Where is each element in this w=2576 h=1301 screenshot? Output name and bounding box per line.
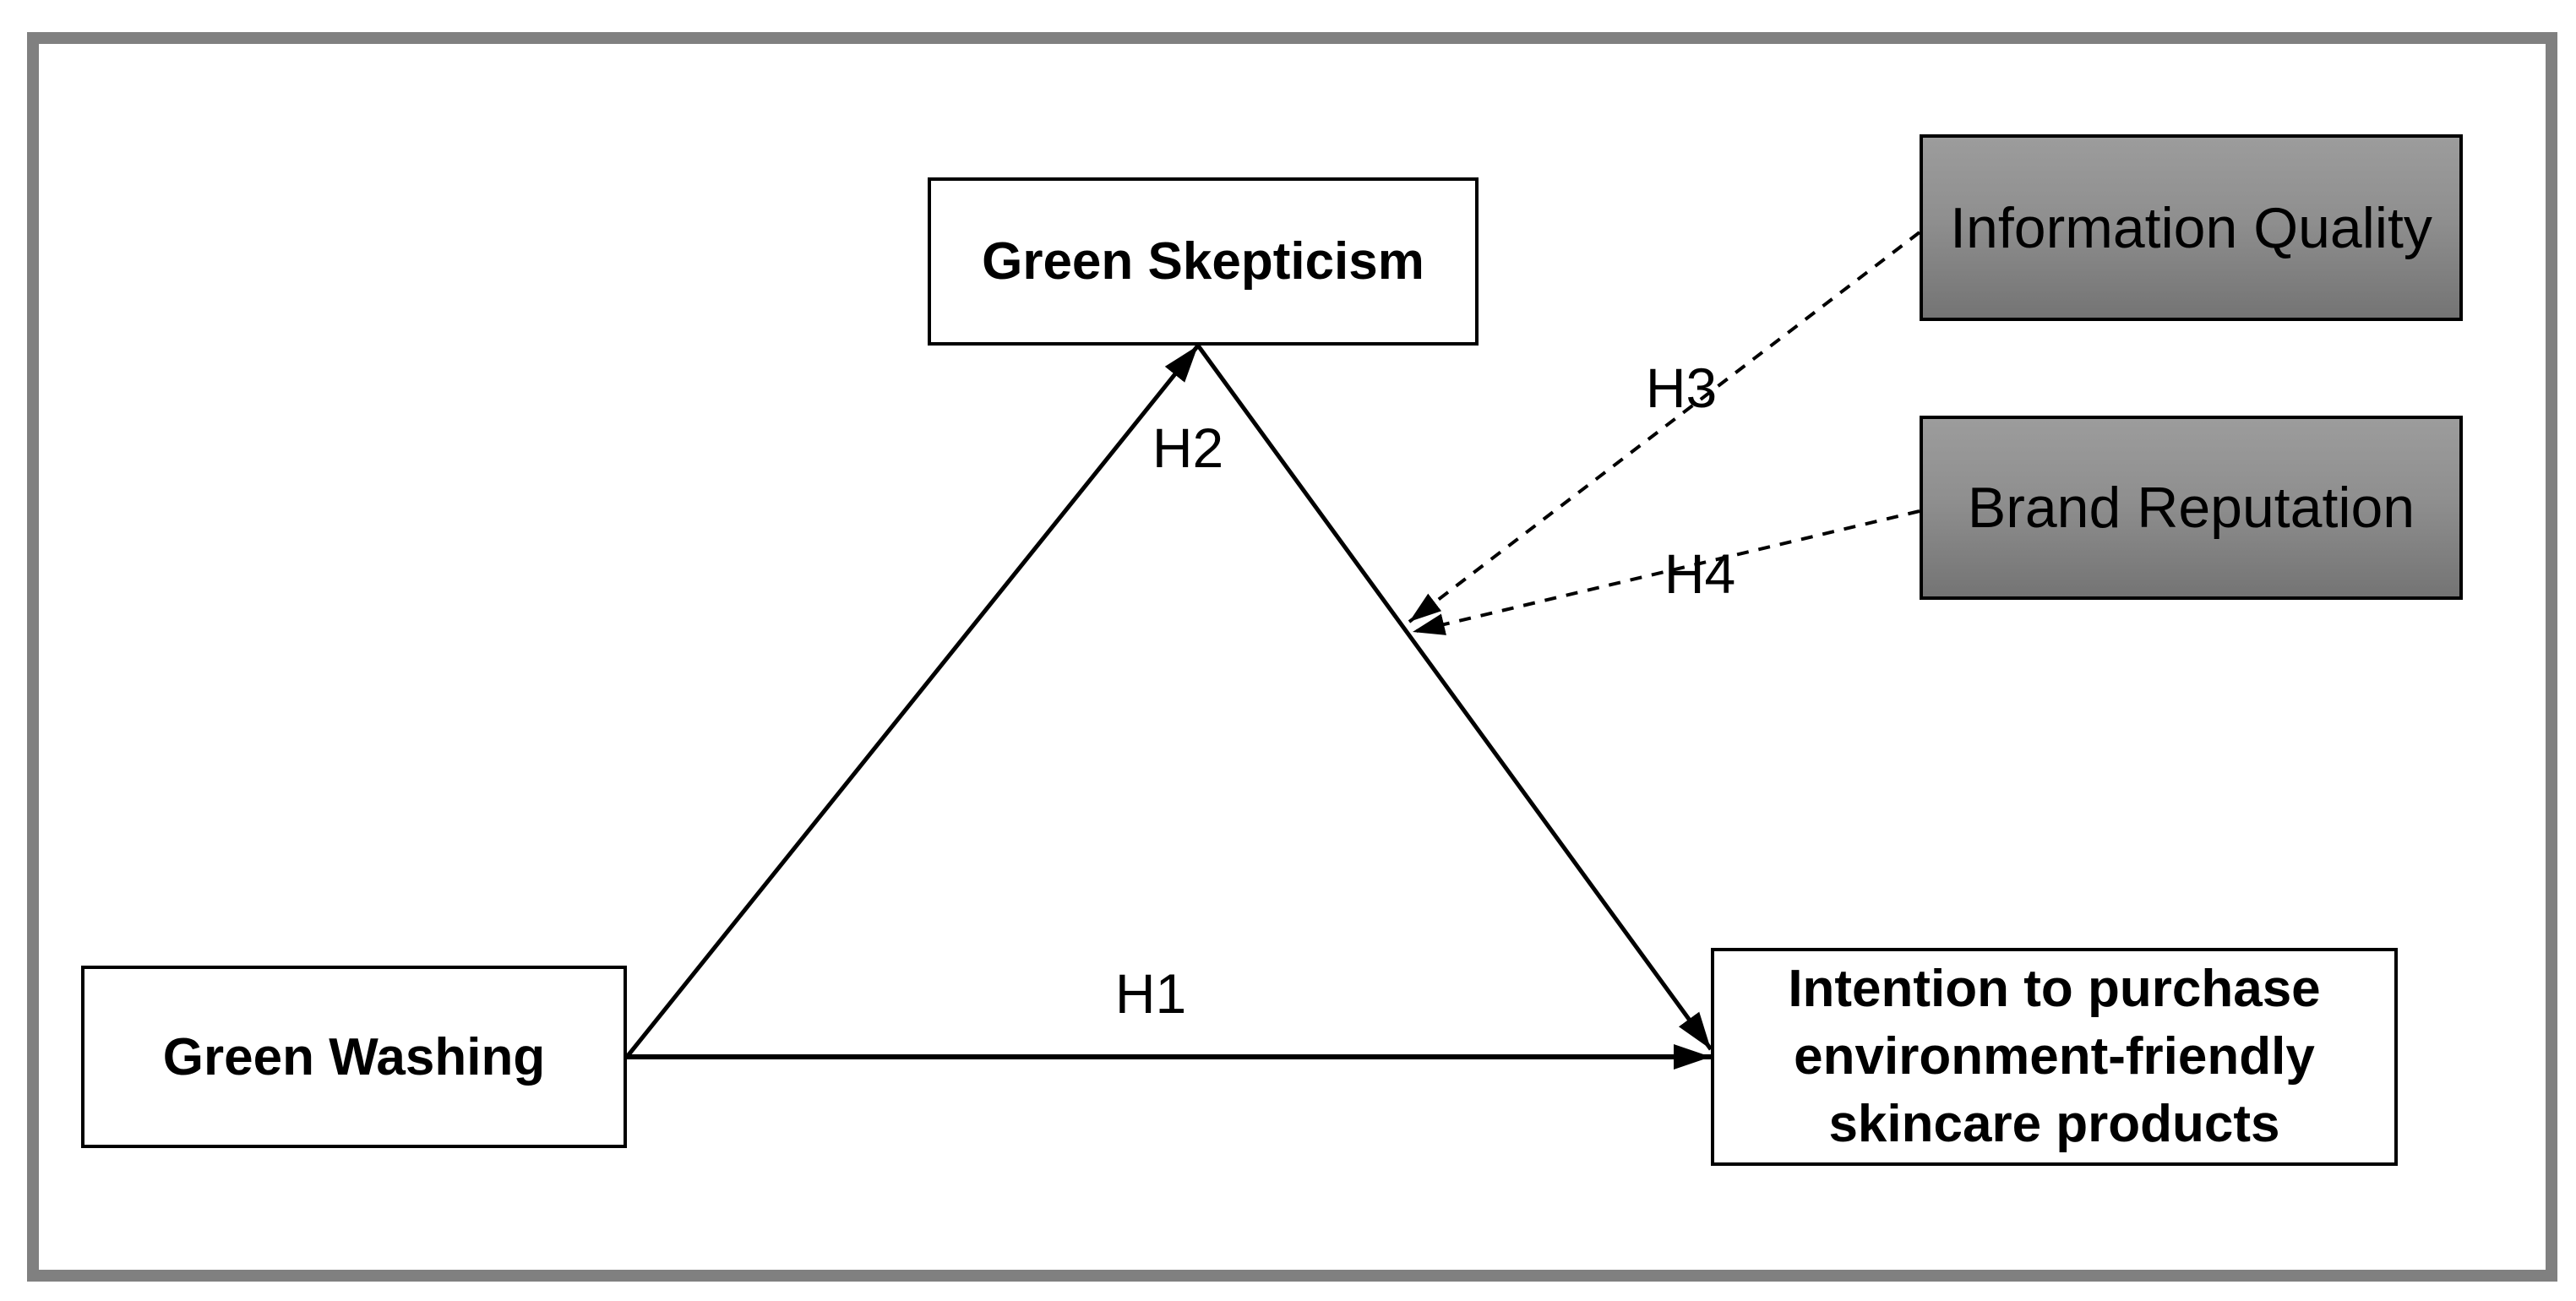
node-green-washing-label: Green Washing xyxy=(162,1027,546,1086)
edge-label-h4: H4 xyxy=(1664,542,1736,605)
node-green-skepticism: Green Skepticism xyxy=(928,177,1479,346)
node-brand-reputation: Brand Reputation xyxy=(1920,416,2463,600)
edge-label-h3: H3 xyxy=(1645,357,1718,419)
node-brand-reputation-label: Brand Reputation xyxy=(1967,476,2415,540)
node-information-quality: Information Quality xyxy=(1920,134,2463,321)
node-intention: Intention to purchase environment-friend… xyxy=(1711,948,2398,1166)
edge-h2-line xyxy=(625,344,1200,1059)
node-green-skepticism-label: Green Skepticism xyxy=(982,232,1424,291)
node-intention-label: Intention to purchase environment-friend… xyxy=(1788,960,2321,1153)
edge-h3-line xyxy=(1408,231,1921,623)
edge-label-h2: H2 xyxy=(1152,416,1224,479)
node-green-washing: Green Washing xyxy=(81,966,627,1148)
node-information-quality-label: Information Quality xyxy=(1950,195,2432,260)
edge-mediation-line xyxy=(1195,344,1713,1051)
outer-frame xyxy=(27,32,2557,1282)
edge-label-h1: H1 xyxy=(1114,962,1187,1025)
